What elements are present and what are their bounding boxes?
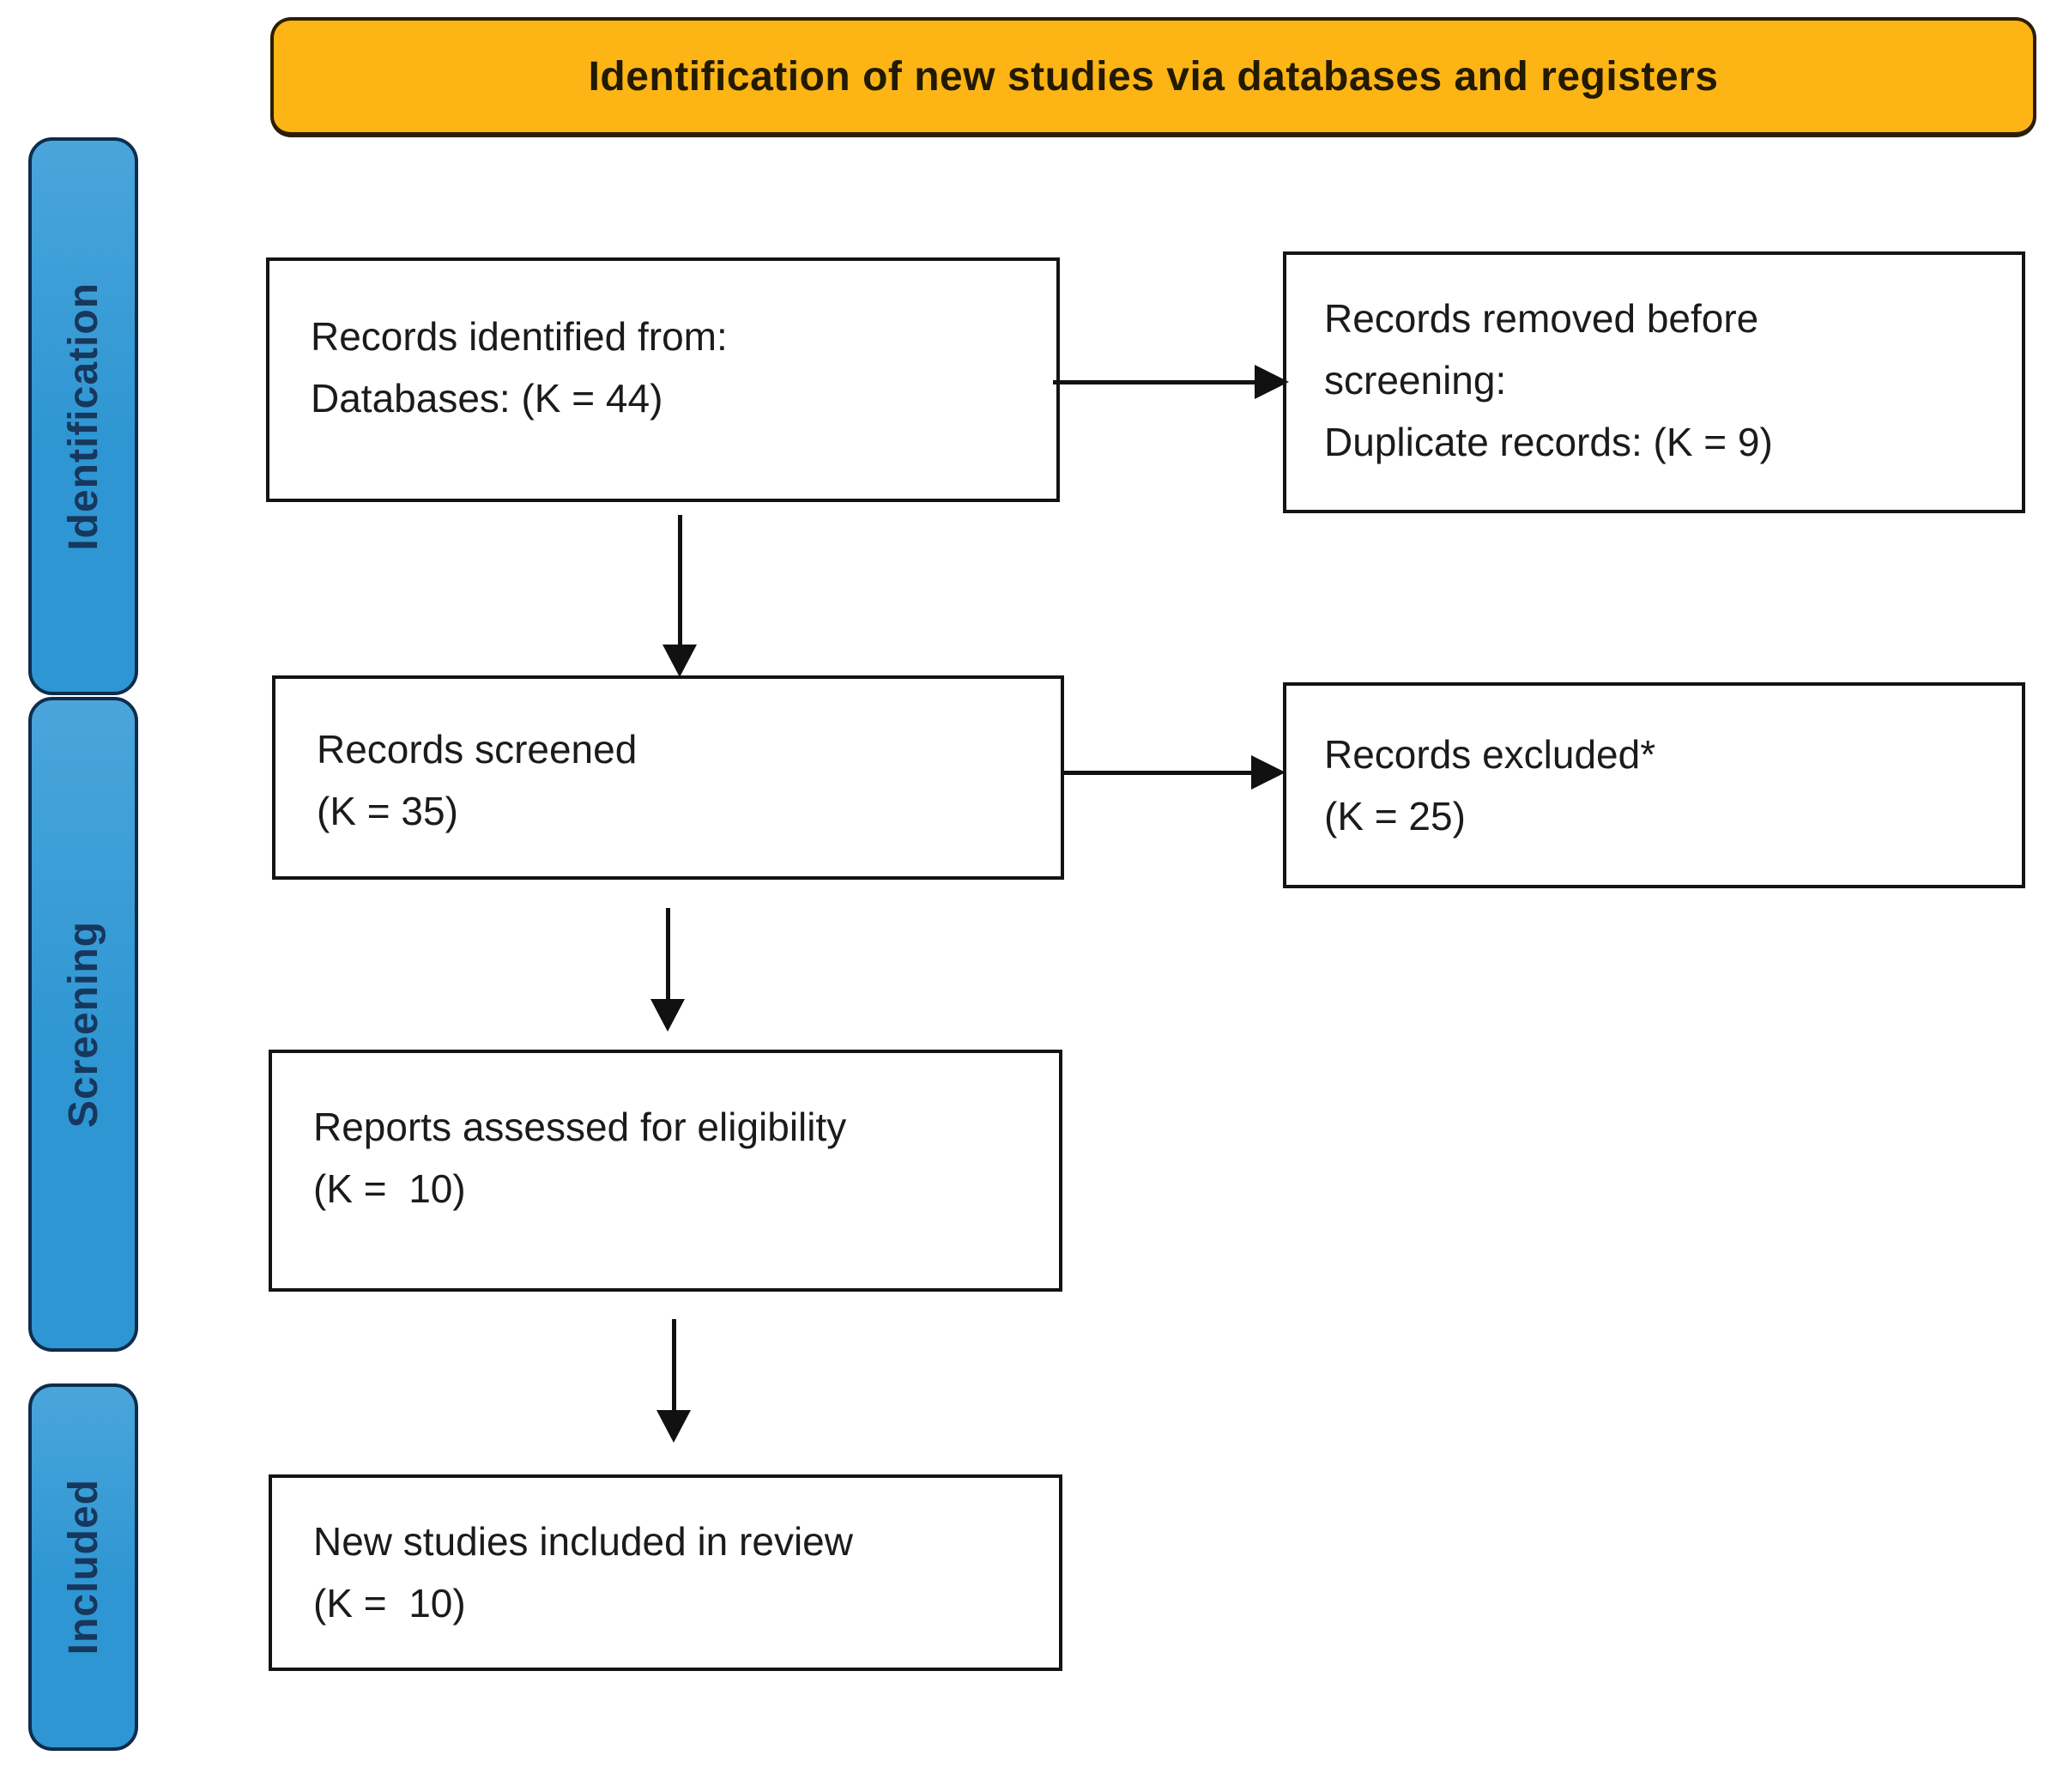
flow-box-records-identified: Records identified from: Databases: (K =…: [266, 257, 1060, 502]
box-text-line: New studies included in review: [313, 1519, 853, 1564]
box-text-line: (K = 10): [313, 1581, 466, 1626]
stage-label-identification: Identification: [60, 282, 106, 551]
box-text-line: (K = 10): [313, 1166, 466, 1211]
arrow-identified-to-screened-head-icon: [662, 645, 697, 677]
arrow-assessed-to-included-head-icon: [656, 1410, 691, 1443]
arrow-screened-to-excluded-head-icon: [1251, 755, 1286, 790]
box-text-line: Records removed before: [1324, 296, 1759, 341]
arrow-screened-to-excluded-line: [1064, 771, 1253, 775]
flow-box-new-studies: New studies included in review (K = 10): [269, 1474, 1062, 1671]
box-text-line: Records screened: [317, 727, 638, 772]
box-text-line: Records excluded*: [1324, 732, 1656, 777]
flow-box-records-excluded: Records excluded* (K = 25): [1283, 682, 2025, 888]
stage-label-included: Included: [60, 1479, 106, 1656]
box-text-line: Databases: (K = 44): [311, 376, 663, 421]
stage-pill-included: Included: [28, 1383, 138, 1751]
box-text-line: Duplicate records: (K = 9): [1324, 420, 1773, 464]
arrow-screened-to-assessed-line: [666, 908, 670, 1001]
arrow-identified-to-removed-head-icon: [1255, 365, 1289, 399]
stage-pill-identification: Identification: [28, 137, 138, 695]
flow-box-records-removed: Records removed before screening: Duplic…: [1283, 251, 2025, 513]
stage-pill-screening: Screening: [28, 697, 138, 1352]
diagram-title: Identification of new studies via databa…: [588, 53, 1719, 100]
flow-box-reports-assessed: Reports assessed for eligibility (K = 10…: [269, 1050, 1062, 1292]
box-text-line: (K = 25): [1324, 794, 1466, 838]
arrow-assessed-to-included-line: [672, 1319, 676, 1412]
box-text-line: Records identified from:: [311, 314, 728, 359]
box-text-line: (K = 35): [317, 789, 458, 833]
box-text-line: screening:: [1324, 358, 1507, 403]
arrow-identified-to-screened-line: [678, 515, 682, 648]
box-text-line: Reports assessed for eligibility: [313, 1105, 847, 1149]
arrow-identified-to-removed-line: [1053, 380, 1256, 384]
title-banner: Identification of new studies via databa…: [270, 17, 2036, 137]
flow-box-records-screened: Records screened (K = 35): [272, 675, 1064, 880]
stage-label-screening: Screening: [60, 920, 106, 1129]
arrow-screened-to-assessed-head-icon: [650, 999, 685, 1032]
